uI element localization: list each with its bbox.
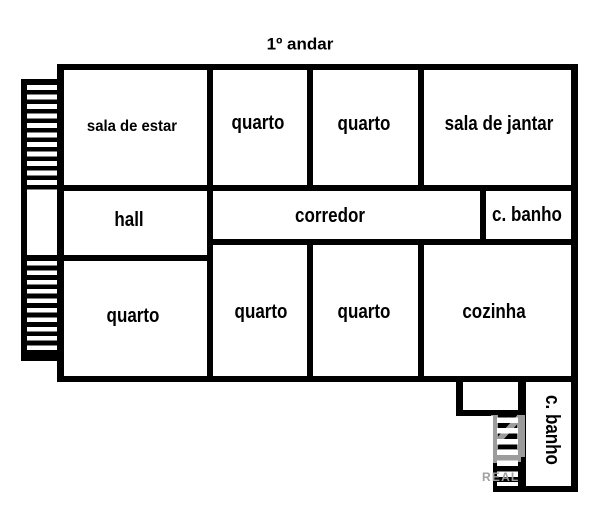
wall-vertical-3-bottom bbox=[418, 239, 424, 382]
watermark-shape bbox=[497, 449, 521, 462]
room-label-banheiro-servico: c. banho bbox=[541, 395, 563, 465]
room-label-hall: hall bbox=[114, 209, 144, 231]
room-label-quarto-bottom-right: quarto bbox=[337, 301, 391, 323]
watermark-shape bbox=[517, 415, 525, 457]
staircase-left-upper-flight bbox=[27, 85, 57, 190]
room-label-sala-de-estar: sala de estar bbox=[86, 118, 178, 135]
wall-hall-bottom bbox=[21, 255, 213, 261]
wall-outer-top bbox=[57, 64, 578, 70]
room-label-corredor: corredor bbox=[295, 205, 365, 227]
room-label-sala-de-jantar: sala de jantar bbox=[444, 113, 554, 135]
wall-outer-left bbox=[57, 64, 64, 382]
wall-vertical-1 bbox=[207, 64, 213, 382]
room-label-quarto-top-right: quarto bbox=[337, 113, 391, 135]
stairs-left-top-wall bbox=[21, 79, 57, 85]
wall-mid-horizontal bbox=[57, 185, 578, 191]
wall-vertical-2-bottom bbox=[307, 239, 313, 382]
wall-annex-box-left bbox=[456, 376, 463, 416]
wall-outer-bottom bbox=[57, 376, 578, 382]
stairs-left-bottom-wall bbox=[21, 355, 57, 361]
room-label-quarto-bottom-mid: quarto bbox=[234, 301, 288, 323]
room-label-banheiro-corredor: c. banho bbox=[492, 204, 562, 226]
wall-banho-corredor-left bbox=[480, 185, 486, 245]
wall-outer-right bbox=[571, 64, 578, 492]
wall-banho-servico-bottom bbox=[493, 486, 578, 492]
room-label-quarto-bottom-left: quarto bbox=[106, 305, 160, 327]
room-label-cozinha: cozinha bbox=[462, 301, 526, 323]
stairs-left-outer-wall bbox=[21, 79, 27, 361]
wall-annex-box-bottom bbox=[456, 410, 522, 416]
wall-vertical-2-top bbox=[307, 64, 313, 191]
watermark-text: REAL bbox=[482, 470, 520, 484]
room-label-quarto-top-left: quarto bbox=[231, 112, 285, 134]
floor-title: 1º andar bbox=[266, 34, 334, 54]
wall-corredor-bottom bbox=[207, 239, 578, 245]
staircase-left-lower-flight bbox=[27, 261, 57, 355]
wall-vertical-3-top bbox=[418, 64, 424, 191]
